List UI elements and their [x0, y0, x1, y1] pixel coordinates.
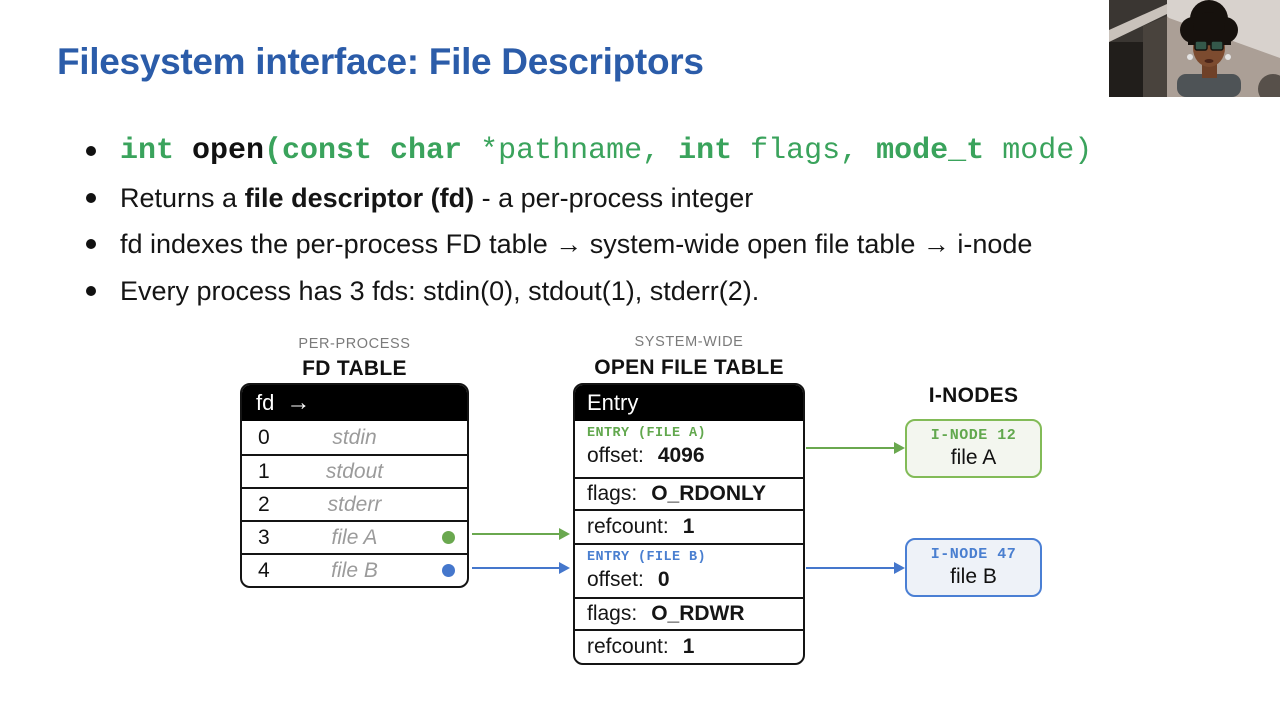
bullet-item-returns-fd: Returns a file descriptor (fd) - a per-p…: [86, 178, 753, 218]
inode-12-label: I-NODE 12: [930, 427, 1017, 444]
bullet-text-fd-indexes: fd indexes the per-process FD table → sy…: [120, 228, 1033, 259]
field-label: refcount:: [587, 515, 669, 538]
field-value: 1: [682, 635, 695, 658]
right-arrow-icon: →: [286, 389, 310, 416]
fd-number: 4: [258, 558, 270, 582]
arrow-head: [894, 562, 905, 574]
open-file-table-header: Entry: [575, 385, 803, 421]
webcam-video: [1109, 0, 1280, 97]
bullet-text-std-fds: Every process has 3 fds: stdin(0), stdou…: [120, 275, 760, 306]
field-label: offset:: [587, 444, 644, 467]
fd-target-name: file A: [331, 525, 378, 549]
bullet-item-open-signature: int open(const char *pathname, int flags…: [86, 131, 1092, 171]
code-param-flags: flags,: [732, 134, 877, 168]
arrow-fd4-to-entry-b-icon: [472, 562, 570, 574]
code-open-signature: int open(const char *pathname, int flags…: [120, 134, 1092, 168]
arrow-head: [559, 528, 570, 540]
bullet-icon: [86, 286, 96, 296]
entry-b-offset: offset: 0: [587, 568, 803, 592]
inode-12-file: file A: [950, 446, 997, 469]
arrow-shaft: [806, 566, 895, 570]
field-value: 0: [657, 568, 670, 591]
field-label: flags:: [587, 482, 638, 505]
field-value: O_RDONLY: [651, 482, 766, 505]
fd-row-4: 4 file B: [242, 553, 467, 586]
bullet-icon: [86, 193, 96, 203]
entry-a-flags: flags: O_RDONLY: [587, 482, 803, 506]
entry-a-label: ENTRY (FILE A): [587, 426, 707, 441]
fd-row-1: 1 stdout: [242, 454, 467, 487]
inode-47-label: I-NODE 47: [930, 546, 1017, 563]
entry-b-flags: flags: O_RDWR: [587, 602, 803, 626]
fd-target-name: file B: [331, 558, 378, 582]
fd-number: 1: [258, 459, 270, 483]
entry-a-flags-cell: flags: O_RDONLY: [575, 477, 803, 509]
arrow-shaft: [472, 566, 560, 570]
fd-row-0: 0 stdin: [242, 421, 467, 454]
pointer-dot-blue-icon: [442, 564, 455, 577]
fd-table: fd → 0 stdin 1 stdout 2 stderr 3 file A …: [240, 383, 469, 588]
inode-47-file: file B: [950, 565, 997, 588]
webcam-overlay: [1109, 0, 1280, 97]
pointer-dot-green-icon: [442, 531, 455, 544]
fd-number: 0: [258, 425, 270, 449]
code-param-mode: mode): [984, 134, 1093, 168]
field-value: O_RDWR: [651, 602, 745, 625]
code-keyword-int2: int: [678, 134, 733, 168]
entry-a-refcount-cell: refcount: 1: [575, 509, 803, 543]
code-keyword-int: int: [120, 134, 193, 168]
field-value: 1: [682, 515, 695, 538]
arrow-entry-b-to-inode47-icon: [806, 562, 905, 574]
entry-a-offset-cell: ENTRY (FILE A) offset: 4096: [575, 421, 803, 477]
inodes-title: I-NODES: [928, 384, 1019, 407]
fd-number: 2: [258, 492, 270, 516]
fd-table-title: FD TABLE: [302, 357, 407, 380]
bullet-icon: [86, 239, 96, 249]
bullet-text-returns-fd: Returns a file descriptor (fd) - a per-p…: [120, 183, 753, 214]
arrow-entry-a-to-inode12-icon: [806, 442, 905, 454]
fd-target-name: stderr: [327, 492, 382, 516]
text-run: Returns a: [120, 182, 245, 213]
arrow-head: [894, 442, 905, 454]
fd-number: 3: [258, 525, 270, 549]
person-figure: [1177, 0, 1241, 97]
field-value: 4096: [657, 444, 705, 467]
fd-row-3: 3 file A: [242, 520, 467, 553]
code-keyword-const-char: (const char: [264, 134, 481, 168]
fd-target-name: stdin: [332, 425, 377, 449]
code-function-open: open: [192, 134, 265, 168]
inode-47-box: I-NODE 47 file B: [905, 538, 1042, 597]
bullet-icon: [86, 146, 96, 156]
entry-b-offset-cell: ENTRY (FILE B) offset: 0: [575, 543, 803, 597]
bullet-item-fd-indexes: fd indexes the per-process FD table → sy…: [86, 224, 1032, 264]
fd-table-eyebrow: PER-PROCESS: [298, 336, 411, 352]
field-label: flags:: [587, 602, 638, 625]
open-file-table-eyebrow: SYSTEM-WIDE: [634, 334, 744, 350]
entry-b-refcount: refcount: 1: [587, 635, 803, 659]
field-label: refcount:: [587, 635, 669, 658]
code-param-pathname: *pathname,: [480, 134, 679, 168]
entry-a-refcount: refcount: 1: [587, 515, 803, 539]
code-keyword-mode-t: mode_t: [876, 134, 985, 168]
text-run: - a per-process integer: [474, 182, 754, 213]
bullet-item-std-fds: Every process has 3 fds: stdin(0), stdou…: [86, 271, 759, 311]
arrow-shaft: [472, 532, 560, 536]
open-file-table-title: OPEN FILE TABLE: [594, 356, 784, 379]
entry-a-offset: offset: 4096: [587, 444, 803, 468]
page-title: Filesystem interface: File Descriptors: [57, 41, 704, 82]
field-label: offset:: [587, 568, 644, 591]
arrow-fd3-to-entry-a-icon: [472, 528, 570, 540]
inode-12-box: I-NODE 12 file A: [905, 419, 1042, 478]
entry-b-refcount-cell: refcount: 1: [575, 629, 803, 663]
entry-b-flags-cell: flags: O_RDWR: [575, 597, 803, 629]
open-file-table: Entry ENTRY (FILE A) offset: 4096 flags: O…: [573, 383, 805, 665]
fd-target-name: stdout: [325, 459, 384, 483]
fd-table-header: fd →: [242, 385, 467, 421]
text-run-bold: file descriptor (fd): [244, 182, 475, 213]
fd-row-2: 2 stderr: [242, 487, 467, 520]
arrow-head: [559, 562, 570, 574]
entry-b-label: ENTRY (FILE B): [587, 550, 707, 565]
arrow-shaft: [806, 446, 895, 450]
fd-header-label: fd: [256, 390, 275, 415]
